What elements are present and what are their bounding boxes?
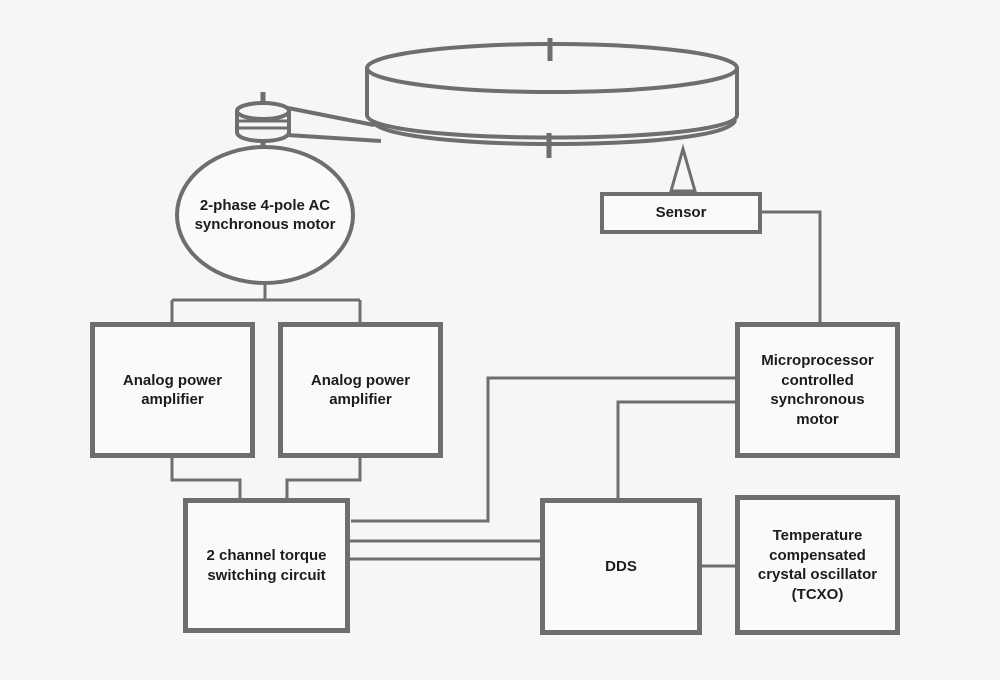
connector-sensor-to-microprocessor: [761, 210, 822, 323]
analog-amplifier-left-node: Analog power amplifier: [90, 322, 255, 458]
dds-node: DDS: [540, 498, 702, 635]
connector-motor-to-amplifiers: [170, 283, 362, 323]
connector-microprocessor-to-dds: [616, 400, 736, 499]
tcxo-label: Temperature compensated crystal oscillat…: [757, 527, 878, 603]
connector-left-amp-to-torque: [170, 457, 242, 499]
pulley-bottom-rim: [235, 131, 291, 143]
connectors: [170, 210, 822, 568]
sensor-label: Sensor: [655, 204, 707, 222]
belt-top-line: [287, 106, 375, 127]
sensor-node: Sensor: [600, 192, 762, 234]
analog-amplifier-left-label: Analog power amplifier: [122, 371, 223, 409]
microprocessor-node: Microprocessor controlled synchronous mo…: [735, 322, 900, 458]
turntable-platter: [365, 38, 739, 158]
platter-bottom-rim: [365, 114, 739, 140]
connector-right-amp-to-torque: [285, 457, 362, 499]
drive-belt: [286, 106, 382, 143]
torque-switching-node: 2 channel torque switching circuit: [183, 498, 350, 633]
pulley-top-ellipse: [235, 101, 291, 121]
connector-microprocessor-to-torque: [351, 376, 736, 523]
belt-wrap-arc: [370, 118, 737, 146]
analog-amplifier-right-label: Analog power amplifier: [310, 371, 411, 409]
microprocessor-label: Microprocessor controlled synchronous mo…: [761, 352, 874, 428]
belt-bottom-line: [286, 133, 382, 143]
dds-label: DDS: [605, 557, 637, 575]
sensor-pickup-triangle: [669, 143, 697, 193]
tcxo-node: Temperature compensated crystal oscillat…: [735, 495, 900, 635]
torque-switching-label: 2 channel torque switching circuit: [206, 547, 327, 584]
analog-amplifier-right-node: Analog power amplifier: [278, 322, 443, 458]
motor-pulley: [235, 92, 291, 150]
motor-node: 2-phase 4-pole AC synchronous motor: [175, 145, 355, 285]
motor-label: 2-phase 4-pole AC synchronous motor: [194, 196, 336, 234]
